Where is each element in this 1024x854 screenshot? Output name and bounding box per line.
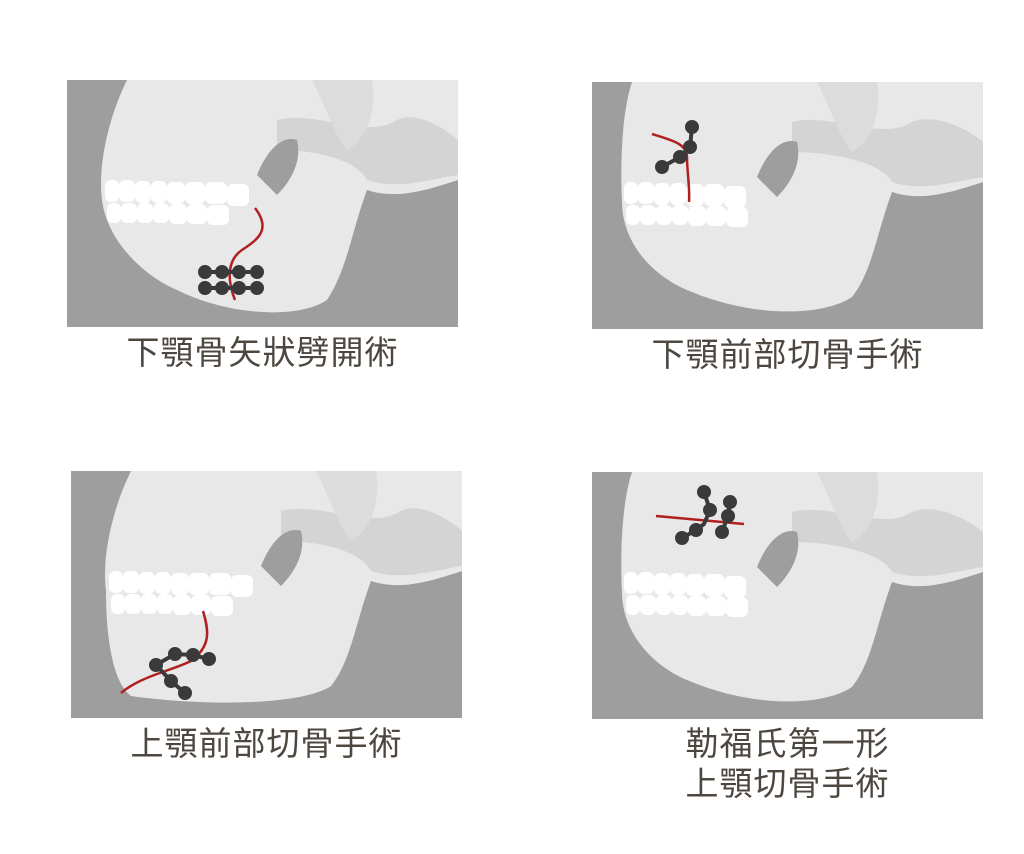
anterior-maxillary-osteotomy-illustration	[71, 471, 462, 718]
caption-line: 上顎前部切骨手術	[130, 724, 403, 763]
skull-shape	[101, 80, 458, 313]
skull-illustration	[621, 472, 983, 702]
le-fort-i-osteotomy-illustration	[592, 472, 983, 719]
caption-anterior-maxillary-osteotomy: 上顎前部切骨手術	[71, 724, 462, 764]
fixation-plate	[675, 485, 737, 545]
anterior-mandibular-osteotomy-illustration	[592, 82, 983, 329]
skull-shape	[621, 472, 983, 702]
osteotomy-cut-line	[228, 207, 264, 301]
teeth-lower	[626, 595, 748, 617]
fixation-plate	[198, 265, 264, 295]
skull-illustration	[101, 80, 458, 313]
teeth-upper	[109, 571, 253, 597]
caption-le-fort-i-osteotomy: 勒福氏第一形 上顎切骨手術	[592, 724, 983, 804]
caption-line: 下顎前部切骨手術	[651, 335, 924, 374]
skull-shape	[105, 471, 462, 703]
teeth-lower	[111, 594, 233, 616]
caption-anterior-mandibular-osteotomy: 下顎前部切骨手術	[592, 335, 983, 375]
caption-mandibular-sagittal-split: 下顎骨矢狀劈開術	[67, 333, 458, 373]
caption-line: 勒福氏第一形	[685, 724, 890, 763]
teeth-upper	[624, 572, 746, 598]
skull-illustration	[621, 82, 983, 312]
fixation-plate	[149, 647, 216, 700]
teeth-upper	[105, 180, 249, 206]
fixation-plate	[655, 120, 699, 174]
skull-illustration	[105, 471, 462, 703]
skull-shape	[621, 82, 983, 312]
caption-line: 上顎切骨手術	[685, 764, 890, 803]
teeth-lower	[107, 203, 229, 225]
teeth-upper	[624, 182, 746, 208]
caption-line: 下顎骨矢狀劈開術	[126, 333, 399, 372]
teeth-lower	[626, 205, 748, 227]
mandibular-sagittal-split-illustration	[67, 80, 458, 327]
